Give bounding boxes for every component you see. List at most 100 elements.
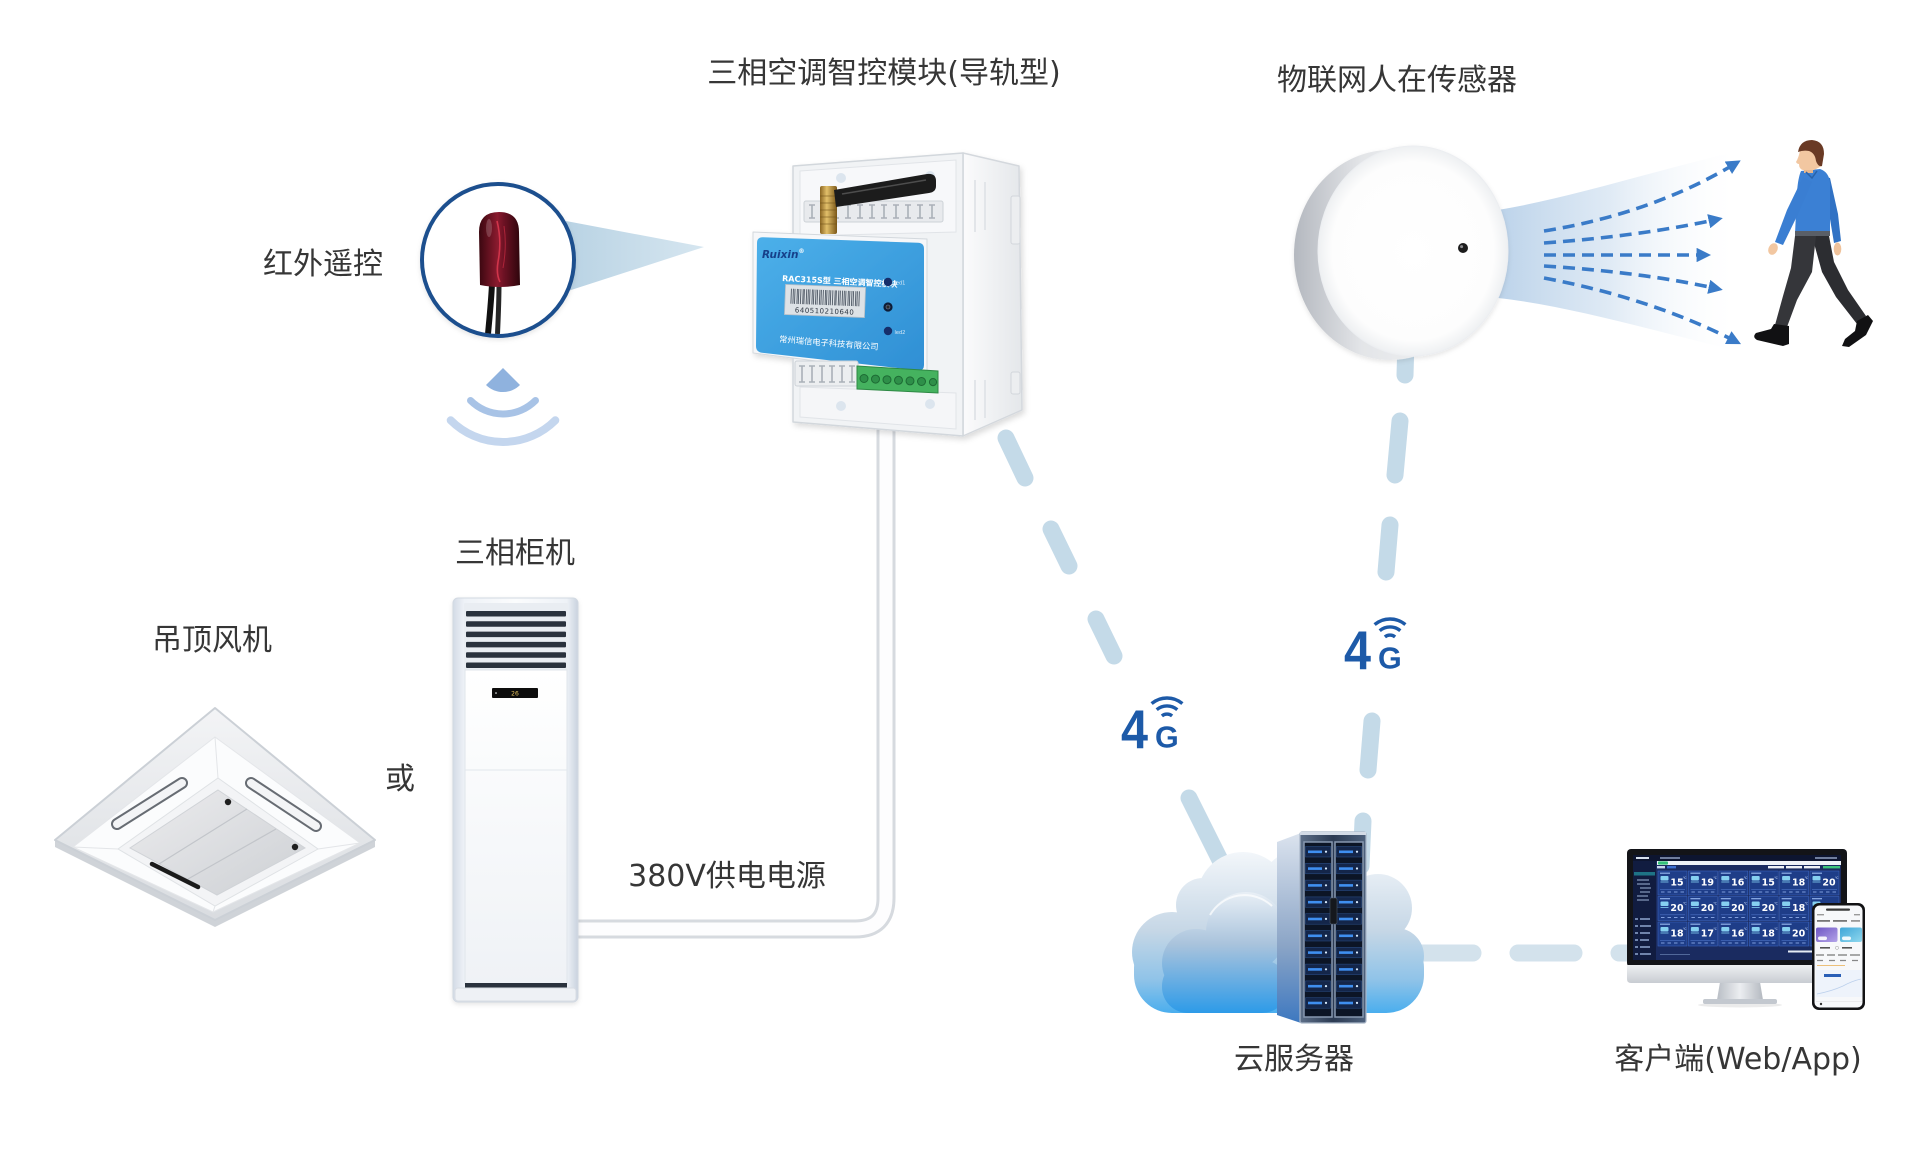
- dashboard-card-stat: [1734, 891, 1739, 893]
- ac-unit-icon: [1660, 901, 1669, 906]
- dash-segment: [1180, 789, 1231, 873]
- dashboard-card-temperature: 19: [1701, 878, 1714, 889]
- server-unit-led: [1355, 968, 1359, 971]
- dashboard-tab: [1667, 866, 1676, 869]
- cassette-screw: [291, 843, 299, 851]
- dashboard-card-bg: [1718, 896, 1749, 921]
- dashboard-card: 19℃: [1688, 870, 1718, 896]
- detection-arrow-icon: [1543, 160, 1741, 233]
- dashboard-card-bg: [1779, 870, 1809, 896]
- server-unit-led: [1324, 884, 1328, 887]
- ac-control-module: Ruixin® RAC315S型 三相空调智控模块 640510210640 l…: [752, 152, 1023, 437]
- dashboard-card-temperature: 20: [1792, 929, 1806, 940]
- 4g-badge-digit: 4: [1121, 698, 1148, 760]
- app-header-item: [1817, 914, 1824, 916]
- app-nav-home: [1819, 1002, 1823, 1006]
- led2-label: led2: [895, 330, 906, 336]
- brand-logo: Ruixin®: [762, 248, 804, 261]
- app-header-item: [1854, 914, 1860, 916]
- dashboard-card-stat: [1758, 891, 1763, 893]
- server-unit: [1305, 846, 1331, 858]
- dashboard-card-bg: [1657, 870, 1688, 896]
- rack-top-edge: [1300, 832, 1366, 835]
- dashboard-card-stat: [1758, 942, 1763, 944]
- server-unit-light: [1339, 934, 1353, 938]
- setup-button-cap: [885, 304, 891, 310]
- dashboard-card: 18℃: [1779, 870, 1809, 896]
- ac-unit-icon: [1751, 901, 1760, 906]
- app-bottom-nav: [1816, 1001, 1862, 1002]
- dashboard-card-stat: [1782, 917, 1787, 918]
- person-back-leg: [1812, 236, 1866, 324]
- detection-arrows: [1543, 160, 1742, 345]
- vent-slat: [466, 631, 566, 638]
- dashboard-card-stat: [1734, 942, 1739, 944]
- dashboard-breadcrumb: [1660, 857, 1680, 859]
- dashboard-card-stat: [1795, 917, 1800, 918]
- sensor-lens: [1458, 243, 1468, 253]
- dashboard-card-unit: ℃: [1683, 902, 1687, 906]
- ac-unit-icon-base: [1782, 881, 1791, 883]
- dashboard-card-bg: [1779, 921, 1809, 947]
- dashboard-card-stat: [1771, 891, 1776, 893]
- dashboard-card-stat: [1741, 942, 1745, 944]
- power-cable: [572, 420, 896, 939]
- dashboard-card-bg: [1657, 921, 1688, 947]
- cassette-grille: [129, 789, 306, 896]
- dashboard-card-stat: [1680, 942, 1684, 944]
- dashboard-card-stat: [1758, 917, 1763, 918]
- cabinet-vent-slats: [466, 611, 566, 668]
- dashboard-card: 16℃: [1718, 870, 1749, 896]
- server-unit: [1336, 913, 1362, 925]
- dashboard-card-unit: ℃: [1744, 927, 1748, 931]
- server-unit-light: [1339, 984, 1353, 988]
- dashboard-card-stat: [1704, 942, 1708, 944]
- dashboard-logo: [1636, 857, 1649, 859]
- dashboard-card-temperature: 17: [1701, 929, 1714, 940]
- dashboard-card-temperature: 20: [1701, 903, 1715, 914]
- cloud-highlight: [1209, 894, 1273, 916]
- ac-unit-icon: [1751, 876, 1760, 881]
- server-unit: [1336, 846, 1362, 858]
- connector-sensor-to-cloud: [1352, 331, 1415, 875]
- cabinet-bottom-slot: [465, 983, 567, 988]
- server-unit-light: [1308, 867, 1322, 870]
- cassette-screw: [224, 798, 232, 806]
- dashboard-card-unit: ℃: [1774, 902, 1778, 906]
- person-front-arm: [1775, 177, 1812, 245]
- cover-screw: [836, 401, 846, 411]
- din-rail-latch: [1010, 195, 1021, 245]
- server-unit: [1336, 947, 1362, 959]
- server-unit: [1305, 863, 1331, 875]
- dashboard-card-stat: [1802, 891, 1806, 893]
- serial-number: 640510210640: [795, 306, 855, 316]
- person-front-shoe: [1754, 324, 1789, 346]
- dashboard-card-title: [1812, 898, 1822, 900]
- person-back-shoe: [1842, 315, 1873, 347]
- antenna-highlight: [841, 179, 927, 195]
- cabinet-display-value: 26: [511, 691, 519, 698]
- dashboard-card-stat: [1789, 891, 1793, 893]
- rack-side-panel: [1277, 833, 1301, 1023]
- dashboard-card-title: [1660, 923, 1670, 925]
- app-row-item: [1842, 947, 1852, 949]
- dashboard-card-bg: [1688, 921, 1718, 947]
- ac-unit-icon-base: [1721, 907, 1730, 908]
- terminal-screw: [871, 374, 880, 384]
- dashboard-card-stat: [1795, 891, 1800, 893]
- dashboard-card-meta: [1720, 889, 1746, 890]
- dashboard-topbar: [1633, 855, 1841, 861]
- dashboard-filter-bar: [1657, 861, 1841, 865]
- dashboard-card: 20℃: [1748, 896, 1779, 921]
- dashboard-card-title: [1781, 872, 1792, 874]
- ir-bulb-highlight: [496, 220, 501, 283]
- dashboard-card-stat: [1789, 942, 1793, 944]
- dashboard-card-unit: ℃: [1835, 876, 1839, 880]
- dash-segment: [1386, 412, 1409, 484]
- sensor-face: [1317, 145, 1509, 357]
- dashboard-user-menu: [1815, 857, 1837, 859]
- cabinet-display-dot: [495, 692, 497, 694]
- sidebar-menu-items: [1635, 918, 1651, 955]
